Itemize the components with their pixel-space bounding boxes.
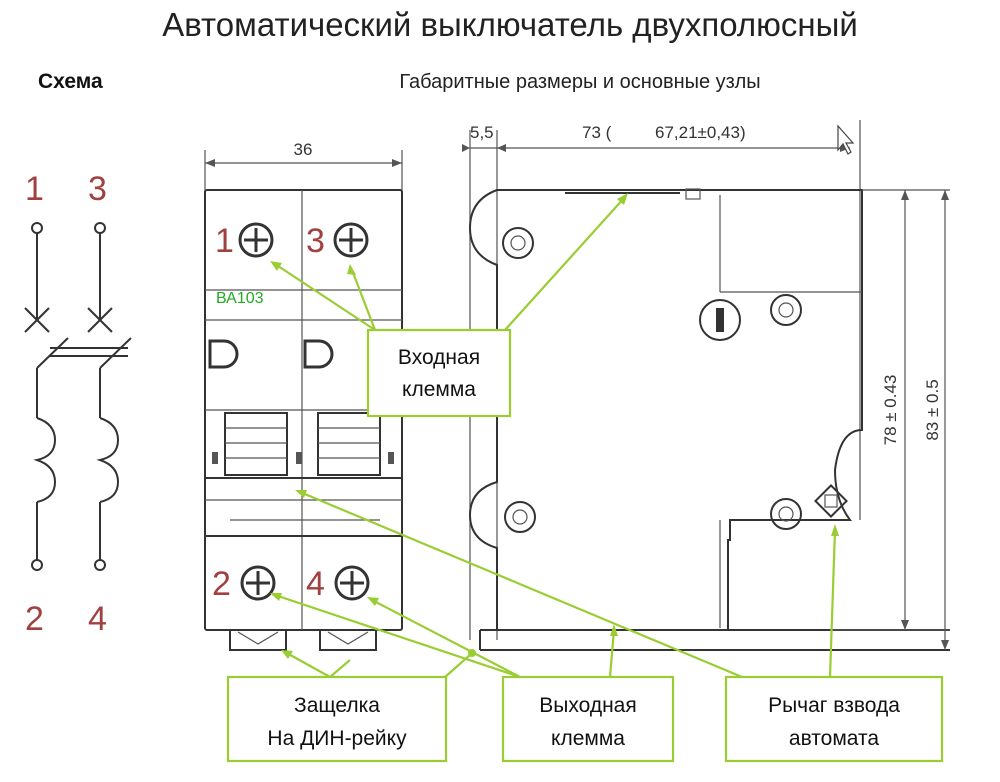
front-terminal-1: 1 <box>215 222 234 260</box>
front-terminal-2: 2 <box>212 565 231 603</box>
terminal-number-3: 3 <box>88 170 107 208</box>
callout-cocking-lever-line1: Рычаг взвода <box>768 694 900 717</box>
schema-label: Схема <box>38 70 103 93</box>
dimension-73: 73 ( <box>582 123 612 142</box>
dimension-5-5: 5,5 <box>470 123 494 142</box>
width-dimension: 36 <box>294 140 313 159</box>
side-view: 5,5 73 ( 67,21±0,43) 78 ± 0.4 <box>462 120 950 651</box>
callout-din-latch-line2: На ДИН-рейку <box>267 727 407 750</box>
terminal-number-1: 1 <box>25 170 44 208</box>
callout-input-terminal-line1: Входная <box>398 346 480 369</box>
dimension-67-21: 67,21±0,43) <box>655 123 746 142</box>
callout-cocking-lever-line2: автомата <box>789 727 879 750</box>
model-label: ВА103 <box>216 290 264 307</box>
dims-title: Габаритные размеры и основные узлы <box>399 71 760 93</box>
front-terminal-3: 3 <box>306 222 325 260</box>
terminal-number-4: 4 <box>88 600 107 638</box>
callout-input-terminal-line2: клемма <box>402 378 476 401</box>
callout-output-terminal-line2: клемма <box>551 727 625 750</box>
callout-din-latch-line1: Защелка <box>294 694 380 717</box>
callout-output-terminal: Выходная клемма <box>501 675 675 763</box>
callout-input-terminal: Входная клемма <box>366 328 512 418</box>
dimension-78: 78 ± 0.43 <box>881 375 900 446</box>
callout-leaders <box>270 193 839 679</box>
breaker-schematic: 1 3 2 4 <box>24 170 132 638</box>
page-title: Автоматический выключатель двухполюсный <box>162 6 858 43</box>
callout-output-terminal-line1: Выходная <box>539 694 636 717</box>
terminal-number-2: 2 <box>25 600 44 638</box>
front-terminal-4: 4 <box>306 565 325 603</box>
callout-din-latch: Защелка На ДИН-рейку <box>226 675 448 763</box>
front-view: 36 1 3 ВА103 2 <box>204 140 403 651</box>
dimension-83: 83 ± 0.5 <box>923 379 942 440</box>
callout-cocking-lever: Рычаг взвода автомата <box>724 675 944 763</box>
